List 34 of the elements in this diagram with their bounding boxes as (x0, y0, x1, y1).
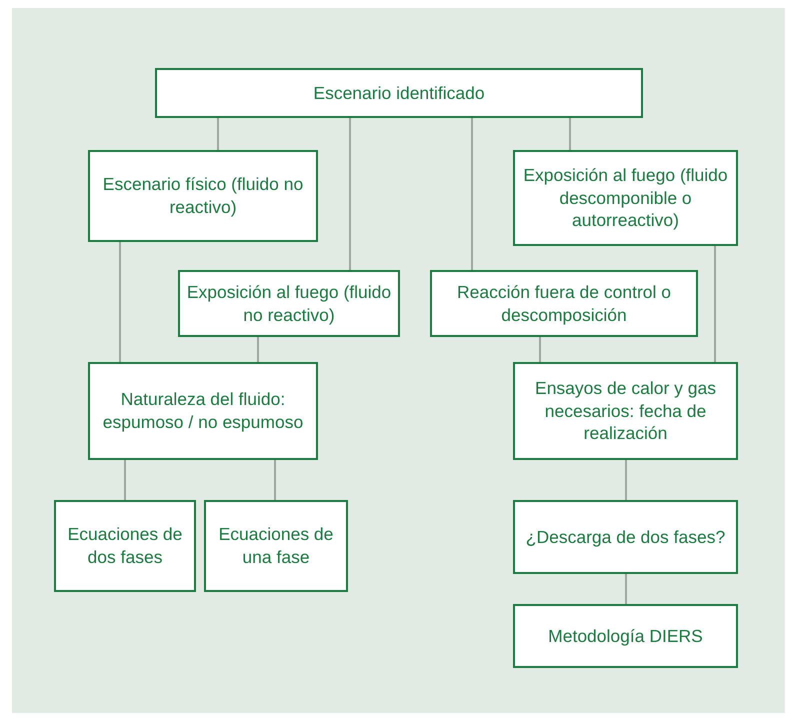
connector-line (714, 246, 716, 362)
box-label: Reacción fuera de control o descomposición (456, 280, 672, 326)
box-label: Naturaleza del fluido: espumoso / no espumoso (102, 388, 304, 434)
box-label: Escenario identificado (313, 82, 485, 104)
process-box (513, 500, 738, 574)
process-box (513, 362, 738, 460)
connector-line (471, 118, 473, 270)
process-box (88, 362, 318, 460)
box-label: Exposición al fuego (fluido descomponible o autorreactivo) (522, 164, 729, 232)
connector-line (349, 118, 351, 270)
connector-line (625, 460, 627, 500)
box-label: ¿Descarga de dos fases? (526, 526, 726, 548)
process-box (430, 270, 698, 337)
process-box (54, 500, 196, 592)
process-box (204, 500, 348, 592)
connector-line (625, 574, 627, 604)
connector-line (217, 118, 219, 150)
process-box (155, 68, 643, 118)
box-label: Ecuaciones de dos fases (66, 523, 184, 569)
box-label: Metodología DIERS (548, 624, 703, 648)
connector-line (257, 337, 259, 362)
process-box (178, 270, 400, 337)
process-box (513, 150, 738, 246)
box-label: Ensayos de calor y gas necesarios: fecha de realización (534, 376, 717, 446)
connector-line (569, 118, 571, 150)
connector-line (124, 460, 126, 500)
connector-line (274, 460, 276, 500)
connector-line (539, 337, 541, 362)
box-label: Exposición al fuego (fluido no reactivo) (186, 280, 392, 326)
box-label: Ecuaciones de una fase (218, 523, 334, 569)
process-box (88, 150, 318, 242)
box-label: Escenario físico (fluido no reactivo) (102, 173, 304, 219)
process-box (513, 604, 738, 668)
connector-line (119, 242, 121, 362)
